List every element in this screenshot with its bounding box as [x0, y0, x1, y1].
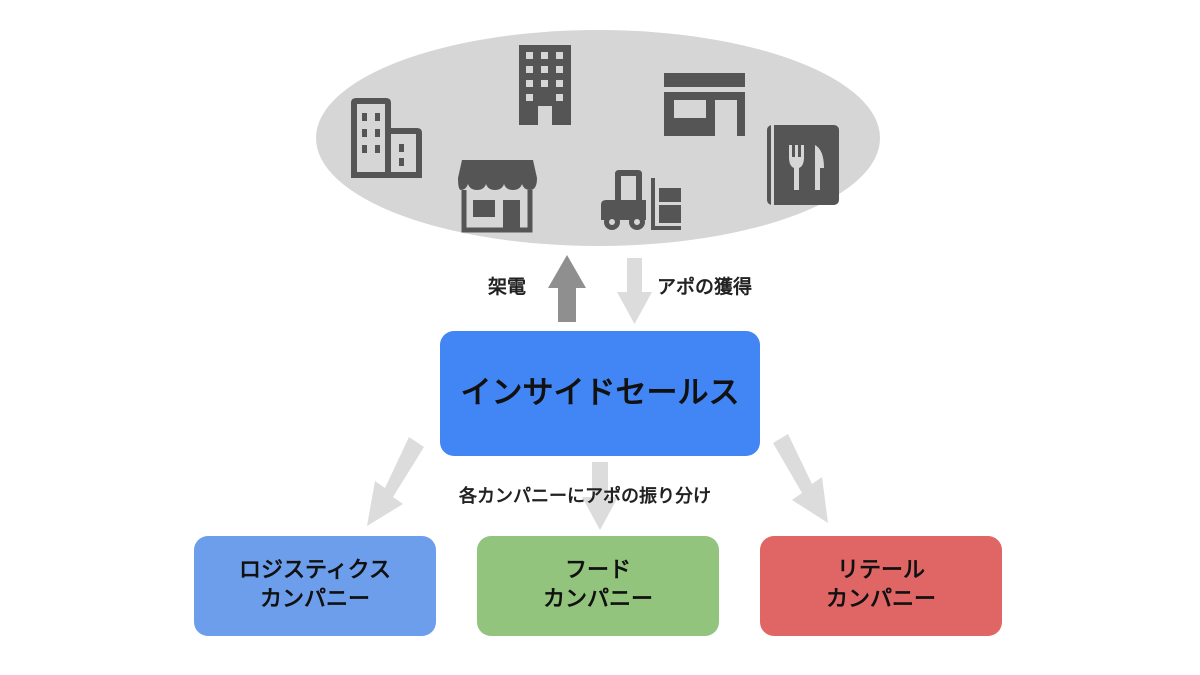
- food-line2: カンパニー: [542, 587, 653, 612]
- restaurant-icon: [767, 125, 839, 205]
- forklift-icon: [601, 170, 681, 230]
- arrow-to-retail: [773, 434, 828, 523]
- apartment-building-icon: [519, 45, 571, 125]
- food-company-box: フード カンパニー: [477, 536, 719, 636]
- appointment-label: アポの獲得: [657, 276, 753, 298]
- call-label: 架電: [488, 276, 527, 298]
- call-up-arrow: [548, 255, 586, 322]
- logistics-line1: ロジスティクス: [238, 558, 392, 584]
- logistics-line2: カンパニー: [259, 587, 370, 612]
- appointment-down-arrow: [617, 258, 652, 324]
- warehouse-icon: [664, 73, 745, 136]
- distribute-label: 各カンパニーにアポの振り分け: [459, 486, 711, 507]
- food-line1: フード: [564, 558, 631, 584]
- arrow-to-logistics: [367, 437, 424, 526]
- storefront-icon: [458, 160, 537, 233]
- retail-line2: カンパニー: [825, 587, 936, 612]
- logistics-company-box: ロジスティクス カンパニー: [194, 536, 436, 636]
- retail-line1: リテール: [836, 558, 925, 584]
- inside-sales-box: インサイドセールス: [440, 331, 760, 456]
- retail-company-box: リテール カンパニー: [760, 536, 1002, 636]
- arrow-to-food: [582, 462, 618, 530]
- inside-sales-title: インサイドセールス: [460, 375, 740, 412]
- office-buildings-icon: [351, 98, 422, 178]
